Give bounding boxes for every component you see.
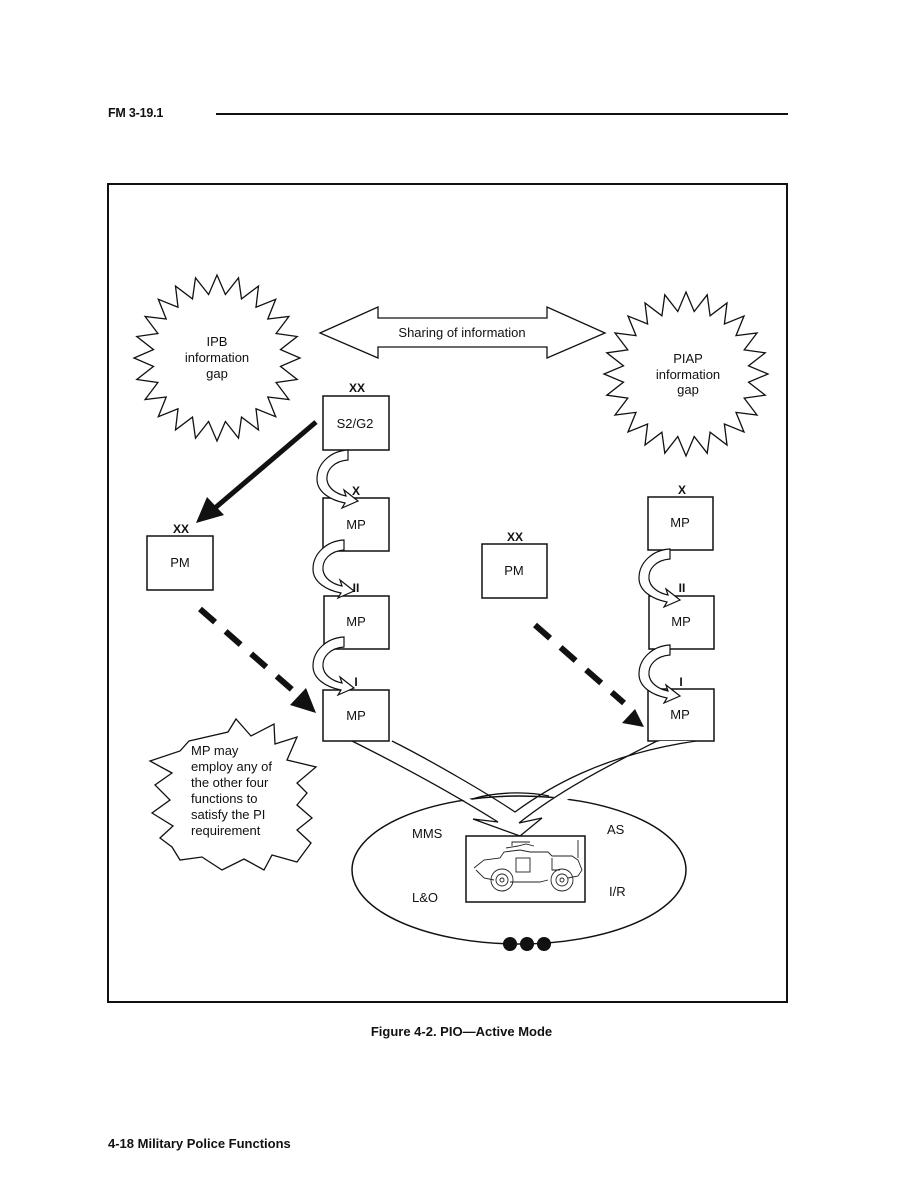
unit-label: MP bbox=[670, 515, 690, 530]
note-line: satisfy the PI bbox=[191, 807, 265, 822]
curved-arrow-icon bbox=[312, 539, 356, 600]
curved-arrow-left-1 bbox=[316, 449, 360, 510]
echelon-marker: X bbox=[352, 484, 360, 498]
more-functions-ellipsis-icon bbox=[503, 937, 551, 951]
dashed-arrow-head-icon bbox=[290, 688, 316, 713]
pm-right-dashed-arrow bbox=[533, 622, 644, 727]
dot bbox=[520, 937, 534, 951]
unit-box bbox=[322, 497, 390, 552]
function-label-lo: L&O bbox=[412, 890, 438, 905]
ipb-burst-line: information bbox=[185, 350, 249, 365]
note-line: functions to bbox=[191, 791, 258, 806]
note-line: MP may bbox=[191, 743, 239, 758]
echelon-marker: I bbox=[354, 675, 357, 689]
unit-box bbox=[322, 689, 390, 742]
document-id: FM 3-19.1 bbox=[108, 106, 164, 120]
unit-label: MP bbox=[670, 707, 690, 722]
vehicle-frame bbox=[465, 835, 586, 903]
curved-arrow-icon bbox=[312, 636, 356, 697]
piap-gap-burst: PIAP information gap bbox=[602, 290, 770, 458]
dot bbox=[537, 937, 551, 951]
ipb-burst-line: IPB bbox=[207, 334, 228, 349]
dashed-arrow-shaft bbox=[533, 622, 626, 706]
echelon-marker: XX bbox=[349, 381, 365, 395]
curved-arrow-right-2 bbox=[638, 644, 682, 705]
curved-arrow-icon bbox=[638, 644, 682, 705]
function-label-mms: MMS bbox=[412, 826, 443, 841]
unit-box bbox=[322, 395, 390, 451]
sharing-arrow-label: Sharing of information bbox=[398, 325, 525, 340]
unit-mp-left-brigade: X MP bbox=[322, 484, 390, 552]
curved-arrow-right-1 bbox=[638, 548, 682, 609]
dot bbox=[503, 937, 517, 951]
unit-mp-right-company: I MP bbox=[647, 675, 715, 742]
echelon-marker: I bbox=[679, 675, 682, 689]
function-label-ir: I/R bbox=[609, 884, 626, 899]
unit-box bbox=[647, 496, 714, 551]
unit-label: MP bbox=[346, 708, 366, 723]
function-label-as: AS bbox=[607, 822, 625, 837]
echelon-marker: II bbox=[679, 581, 686, 595]
note-line: the other four bbox=[191, 775, 269, 790]
unit-mp-left-company: I MP bbox=[322, 675, 390, 742]
note-starburst-shape bbox=[148, 717, 318, 871]
ipb-burst-line: gap bbox=[206, 366, 228, 381]
curved-arrow-icon bbox=[316, 449, 360, 510]
pm-left-dashed-arrow bbox=[198, 606, 316, 713]
note-line: requirement bbox=[191, 823, 261, 838]
bold-arrow-shaft bbox=[213, 420, 318, 510]
echelon-marker: XX bbox=[173, 522, 189, 536]
ipb-starburst-shape bbox=[132, 273, 302, 443]
curved-arrow-icon bbox=[638, 548, 682, 609]
echelon-marker: II bbox=[353, 581, 360, 595]
mp-note-burst: MP may employ any of the other four func… bbox=[148, 717, 318, 871]
dashed-arrow-shaft bbox=[198, 606, 299, 697]
unit-pm-left: XX PM bbox=[146, 522, 214, 591]
curved-arrow-left-3 bbox=[312, 636, 356, 697]
unit-box bbox=[481, 543, 548, 599]
bold-arrow-head-icon bbox=[196, 497, 224, 523]
unit-box bbox=[146, 535, 214, 591]
piap-burst-line: PIAP bbox=[673, 351, 703, 366]
unit-label: PM bbox=[170, 555, 190, 570]
figure-caption: Figure 4-2. PIO—Active Mode bbox=[370, 1024, 553, 1039]
header-rule bbox=[216, 113, 788, 115]
unit-label: MP bbox=[346, 517, 366, 532]
unit-label: MP bbox=[346, 614, 366, 629]
echelon-marker: XX bbox=[507, 530, 523, 544]
unit-s2g2: XX S2/G2 bbox=[322, 381, 390, 451]
unit-box bbox=[648, 595, 715, 650]
page-footer: 4-18 Military Police Functions bbox=[108, 1136, 291, 1151]
curved-arrow-left-2 bbox=[312, 539, 356, 600]
piap-burst-line: gap bbox=[677, 382, 699, 397]
piap-starburst-shape bbox=[602, 290, 770, 458]
figure-frame bbox=[107, 183, 788, 1003]
piap-burst-line: information bbox=[656, 367, 720, 382]
ipb-gap-burst: IPB information gap bbox=[132, 273, 302, 443]
double-headed-arrow-icon bbox=[318, 305, 607, 359]
armored-security-vehicle-icon bbox=[465, 835, 586, 903]
unit-pm-right: XX PM bbox=[481, 530, 548, 599]
unit-label: MP bbox=[671, 614, 691, 629]
dashed-arrow-head-icon bbox=[622, 709, 644, 727]
converging-arrow-crossbar bbox=[471, 792, 550, 800]
unit-box bbox=[647, 688, 715, 742]
unit-label: PM bbox=[504, 563, 524, 578]
s2g2-to-pm-arrow bbox=[196, 420, 318, 523]
echelon-marker: X bbox=[678, 483, 686, 497]
sharing-information-arrow: Sharing of information bbox=[318, 305, 607, 359]
note-line: employ any of bbox=[191, 759, 272, 774]
converging-arrow-outline-inner bbox=[391, 740, 697, 813]
unit-mp-right-battalion: II MP bbox=[648, 581, 715, 650]
unit-mp-right-brigade: X MP bbox=[647, 483, 714, 551]
unit-label: S2/G2 bbox=[337, 416, 374, 431]
